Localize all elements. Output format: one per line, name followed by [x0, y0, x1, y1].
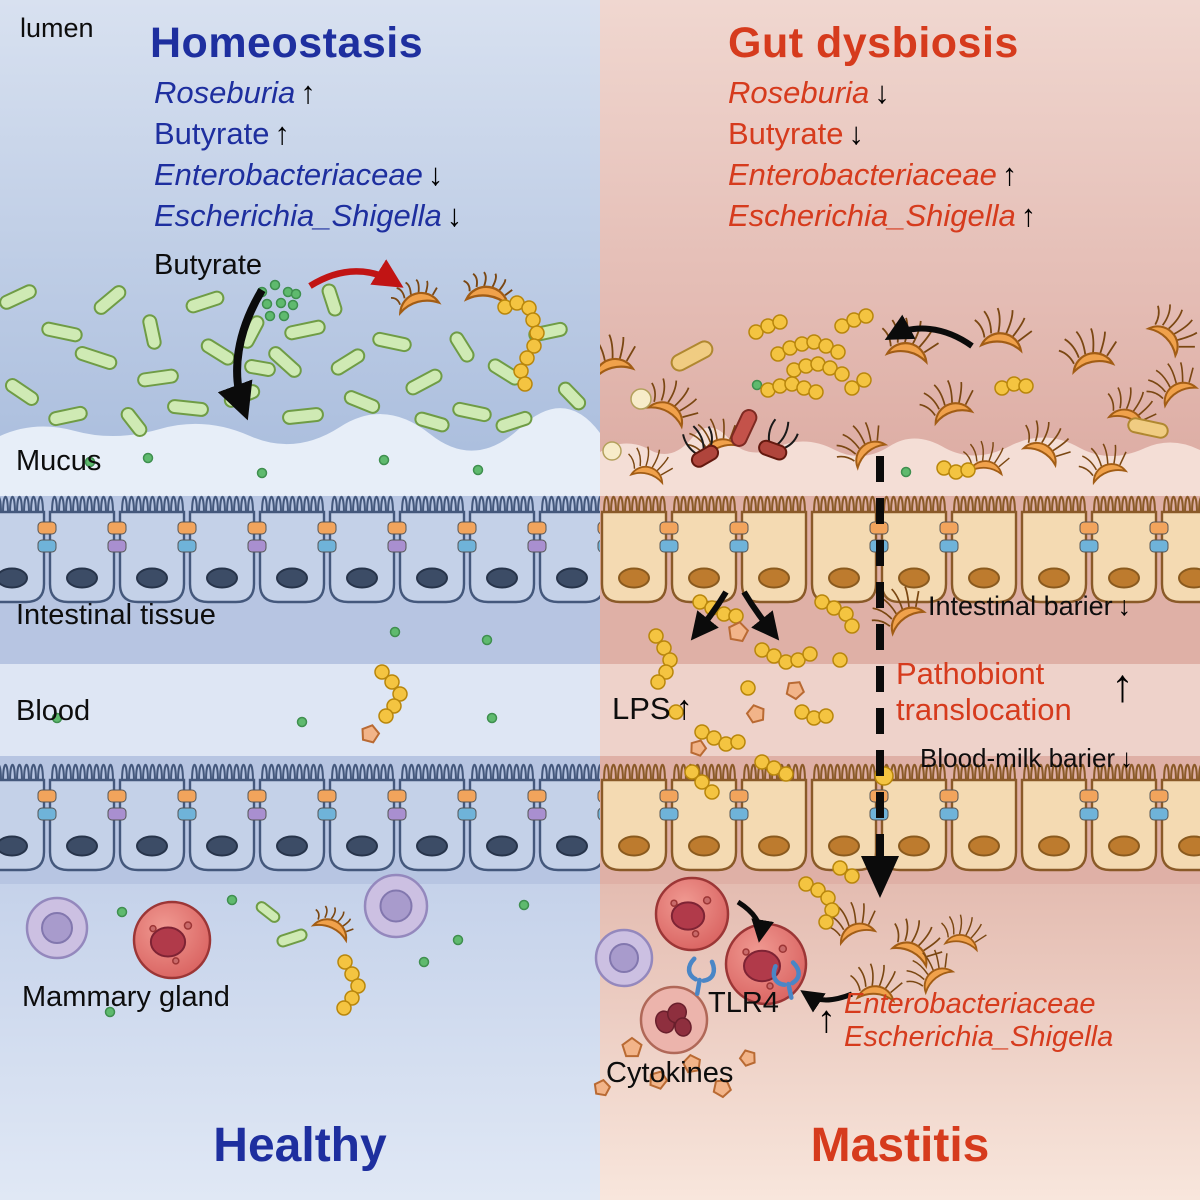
list-item-butyrate-up: Butyrate↑ — [154, 116, 462, 152]
intestinal-barrier-label: Intestinal barier↓ — [928, 591, 1132, 622]
healthy-footer: Healthy — [213, 1119, 387, 1172]
down-arrow-icon: ↓ — [446, 198, 463, 234]
pathobiont-translocation-arrow — [861, 456, 899, 898]
homeostasis-title: Homeostasis — [150, 19, 424, 67]
butyrate-annotation: Butyrate — [154, 249, 262, 281]
down-arrow-icon: ↓ — [874, 75, 890, 110]
mammary-epithelium-right — [600, 763, 1200, 872]
taxon-name: Escherichia_Shigella — [728, 198, 1016, 234]
blood-milk-barrier-label: Blood-milk barier↓ — [920, 744, 1133, 773]
up-arrow-icon: ↑ — [675, 689, 693, 727]
dysbiosis-list: Roseburia↓ Butyrate↓ Enterobacteriaceae↑… — [728, 75, 1036, 240]
blood-milk-barrier-text: Blood-milk barier — [920, 743, 1116, 773]
butyrate-release-arrow — [217, 287, 266, 421]
mucus-layer-left — [0, 408, 600, 496]
lumen-label: lumen — [20, 13, 94, 43]
list-item-roseburia-up: Roseburia↑ — [154, 75, 462, 110]
mastitis-footer: Mastitis — [810, 1119, 990, 1172]
up-arrow-icon: ↑ — [300, 75, 316, 110]
list-item-roseburia-down: Roseburia↓ — [728, 75, 1036, 110]
taxon-name: Escherichia_Shigella — [844, 1021, 1114, 1054]
roseburia-bacteria-group — [0, 283, 587, 437]
lps-text: LPS — [612, 691, 671, 726]
lps-label: LPS↑ — [612, 689, 693, 727]
barrier-crossing-bacteria — [798, 586, 987, 1004]
list-item-enterobacteriaceae-down: Enterobacteriaceae↓ — [154, 158, 462, 192]
cytokine-pentagons — [593, 1036, 756, 1099]
down-arrow-icon: ↓ — [1120, 743, 1134, 773]
gut-dysbiosis-title: Gut dysbiosis — [728, 19, 1019, 67]
intestinal-epithelium-right — [600, 495, 1200, 604]
left-mammary-cells — [25, 873, 429, 980]
left-lps-chains — [336, 295, 545, 1016]
up-arrow-icon: ↑ — [1020, 198, 1037, 234]
cytokines-label: Cytokines — [606, 1057, 734, 1089]
down-arrow-icon: ↓ — [848, 116, 864, 152]
list-item-escherichia-down: Escherichia_Shigella↓ — [154, 199, 462, 233]
taxon-name: Escherichia_Shigella — [154, 198, 442, 234]
tlr4-receptors — [686, 956, 801, 1000]
pathobiont-bacteria-group — [600, 304, 1200, 486]
leak-arrow-right — [741, 590, 780, 641]
pathogen-names: Enterobacteriaceae Escherichia_Shigella — [844, 988, 1113, 1055]
tlr4-label: TLR4 — [708, 987, 779, 1019]
pathobiont-translocation-label: Pathobiont translocation — [896, 656, 1072, 727]
pathobiont-up-arrow: ↑ — [1111, 659, 1134, 711]
butyrate-inhibit-arrow — [308, 259, 404, 289]
blood-label: Blood — [16, 695, 91, 727]
list-item-escherichia-up: Escherichia_Shigella↑ — [728, 199, 1036, 233]
up-arrow-icon: ↑ — [817, 999, 836, 1042]
macrophage-arrow — [736, 899, 774, 943]
pathobiont-line1: Pathobiont — [896, 656, 1045, 691]
up-arrow-icon: ↑ — [274, 116, 290, 152]
metabolite-name: Butyrate — [728, 116, 844, 152]
taxon-name: Enterobacteriaceae — [154, 157, 423, 193]
taxon-name: Enterobacteriaceae — [844, 988, 1096, 1020]
down-arrow-icon: ↓ — [427, 157, 444, 193]
up-arrow-icon: ↑ — [1001, 157, 1018, 193]
mucus-label: Mucus — [16, 445, 102, 477]
right-lps-translocated — [648, 594, 894, 800]
intestinal-barrier-text: Intestinal barier — [928, 591, 1113, 621]
right-lumen-lps — [748, 308, 1034, 480]
intestinal-tissue-label: Intestinal tissue — [16, 599, 216, 631]
taxon-name: Roseburia — [154, 75, 296, 110]
taxon-name: Roseburia — [728, 75, 870, 110]
lps-release-arrow — [884, 314, 974, 349]
intestinal-epithelium-left — [0, 495, 600, 604]
mammary-epithelium-left — [0, 763, 600, 872]
homeostasis-list: Roseburia↑ Butyrate↑ Enterobacteriaceae↓… — [154, 75, 462, 240]
list-item-butyrate-down: Butyrate↓ — [728, 116, 1036, 152]
metabolite-name: Butyrate — [154, 116, 270, 152]
mammary-gland-label: Mammary gland — [22, 981, 230, 1013]
taxon-name: Enterobacteriaceae — [728, 157, 997, 193]
bacteria-to-tlr4-arrow — [800, 990, 853, 1013]
pathobiont-line2: translocation — [896, 691, 1072, 727]
list-item-enterobacteriaceae-up: Enterobacteriaceae↑ — [728, 158, 1036, 192]
butyrate-dots-group — [51, 279, 912, 1018]
down-arrow-icon: ↓ — [1117, 591, 1132, 621]
leak-arrow-left — [690, 590, 729, 641]
translocated-pathogens-label: ↑ Enterobacteriaceae Escherichia_Shigell… — [812, 988, 1113, 1055]
left-pathobiont-group — [255, 271, 513, 948]
